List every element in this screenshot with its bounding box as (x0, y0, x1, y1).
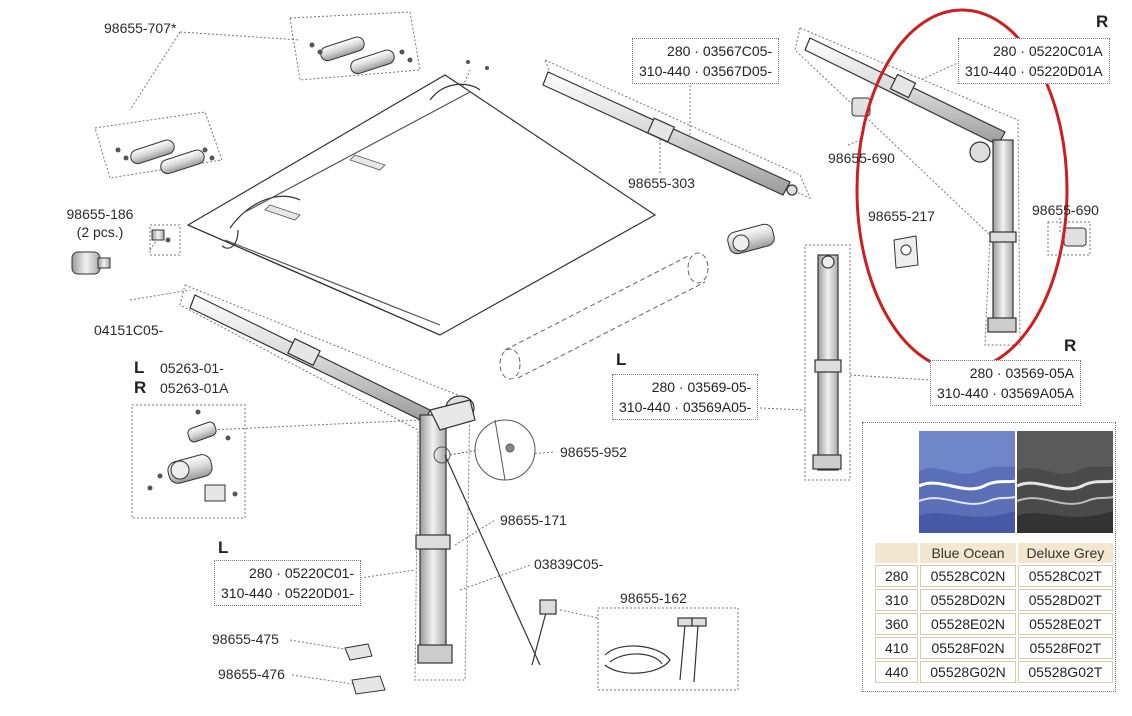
callout-line: 280 · 05220C01A (993, 43, 1103, 59)
table-cell-size: 440 (875, 661, 919, 683)
table-row: 360 05528E02N 05528E02T (875, 613, 1113, 635)
table-row: 440 05528G02N 05528G02T (875, 661, 1113, 683)
table-cell-code: 05528G02N (920, 661, 1016, 683)
table-cell-size: 360 (875, 613, 919, 635)
table-cell-code: 05528G02T (1017, 661, 1113, 683)
side-marker-right-bracket: R (134, 378, 147, 397)
part-label-98655-476: 98655-476 (218, 666, 285, 682)
part-label-98655-162: 98655-162 (620, 590, 687, 606)
side-marker-left-mid: L (616, 350, 627, 369)
swatch-blue-ocean (919, 431, 1015, 533)
table-cell-code: 05528C02T (1017, 565, 1113, 587)
part-label-98655-171: 98655-171 (500, 512, 567, 528)
table-header-row: Blue Ocean Deluxe Grey (875, 543, 1113, 563)
side-marker-right-mid: R (1064, 336, 1077, 355)
table-cell-code: 05528D02N (920, 589, 1016, 611)
part-label-98655-952: 98655-952 (560, 444, 627, 460)
table-header-blue-ocean: Blue Ocean (920, 543, 1016, 563)
table-cell-code: 05528C02N (920, 565, 1016, 587)
table-header-deluxe-grey: Deluxe Grey (1017, 543, 1113, 563)
table-row: 410 05528F02N 05528F02T (875, 637, 1113, 659)
fabric-options-panel: Blue Ocean Deluxe Grey 280 05528C02N 055… (862, 422, 1116, 692)
table-row: 310 05528D02N 05528D02T (875, 589, 1113, 611)
table-row: 280 05528C02N 05528C02T (875, 565, 1113, 587)
part-label-98655-186-qty: (2 pcs.) (76, 224, 124, 240)
callout-line: 310-440 · 03569A05- (619, 399, 752, 415)
side-marker-left-bottom: L (218, 538, 229, 557)
part-label-04151C05: 04151C05- (94, 322, 164, 338)
bracket-code-right: 05263-01A (160, 380, 229, 396)
callout-line: 310-440 · 05220D01- (221, 585, 355, 601)
callout-line: 310-440 · 05220D01A (965, 63, 1103, 79)
table-cell-code: 05528F02N (920, 637, 1016, 659)
callout-line: 310-440 · 03569A05A (937, 385, 1074, 401)
part-label-98655-707: 98655-707* (104, 20, 177, 36)
callout-mid-left: 280 · 03569-05- 310-440 · 03569A05- (612, 374, 759, 420)
part-label-98655-303: 98655-303 (628, 175, 695, 191)
part-label-98655-186: 98655-186 (66, 206, 134, 222)
part-label-98655-690-right: 98655-690 (1032, 202, 1099, 218)
callout-top-mid: 280 · 03567C05- 310-440 · 03567D05- (632, 38, 780, 84)
part-label-98655-217: 98655-217 (868, 208, 935, 224)
swatch-deluxe-grey (1017, 431, 1113, 533)
callout-mid-right: 280 · 03569-05A 310-440 · 03569A05A (930, 360, 1081, 406)
table-cell-code: 05528D02T (1017, 589, 1113, 611)
table-cell-size: 280 (875, 565, 919, 587)
side-marker-left-bracket: L (134, 358, 145, 377)
side-marker-right-top: R (1096, 12, 1109, 31)
table-cell-code: 05528F02T (1017, 637, 1113, 659)
table-cell-size: 410 (875, 637, 919, 659)
table-cell-code: 05528E02T (1017, 613, 1113, 635)
callout-line: 280 · 03569-05- (651, 379, 752, 395)
table-cell-code: 05528E02N (920, 613, 1016, 635)
callout-line: 280 · 03567C05- (667, 43, 773, 59)
part-label-03839C05: 03839C05- (534, 556, 604, 572)
callout-top-right: 280 · 05220C01A 310-440 · 05220D01A (958, 38, 1110, 84)
part-label-98655-690-left: 98655-690 (828, 150, 895, 166)
callout-bottom-left: 280 · 05220C01- 310-440 · 05220D01- (214, 560, 362, 606)
callout-line: 280 · 05220C01- (249, 565, 355, 581)
fabric-code-table: Blue Ocean Deluxe Grey 280 05528C02N 055… (873, 541, 1115, 685)
callout-line: 280 · 03569-05A (969, 365, 1074, 381)
table-cell-size: 310 (875, 589, 919, 611)
table-header-size (875, 543, 919, 563)
callout-line: 310-440 · 03567D05- (639, 63, 773, 79)
bracket-code-left: 05263-01- (160, 360, 224, 376)
part-label-98655-475: 98655-475 (212, 631, 279, 647)
